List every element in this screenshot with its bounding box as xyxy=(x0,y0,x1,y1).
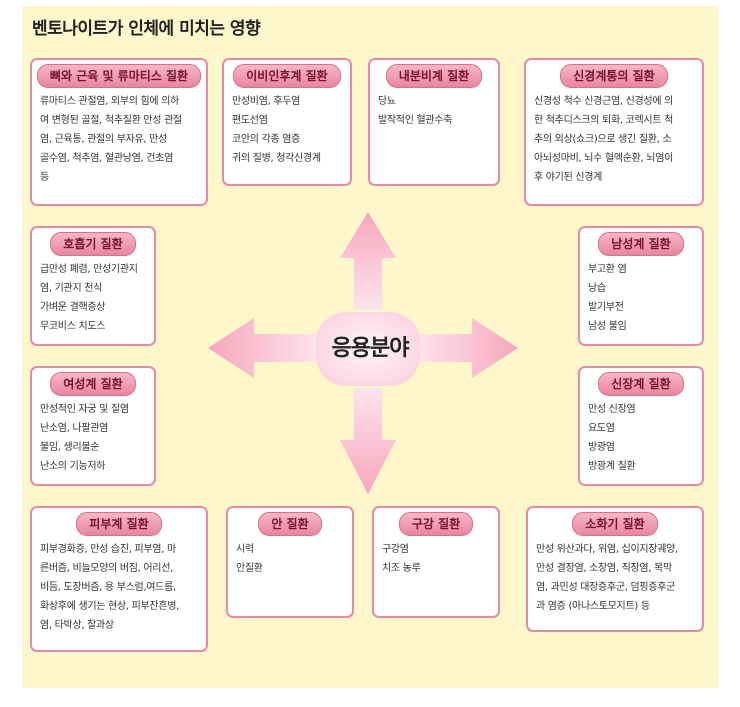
box-line: 염, 과민성 대장증후군, 덤핑증후군 xyxy=(536,582,675,593)
box-kidney: 신장계 질환 만성 신장염 요도염 방광염 방광계 질환 xyxy=(578,366,704,486)
box-line: 시력 xyxy=(236,544,254,555)
box-line: 과 염증 (아나스토모지트) 등 xyxy=(536,601,650,612)
box-line: 염, 근육통, 관절의 부자유, 만성 xyxy=(40,134,167,145)
box-line: 등 xyxy=(40,172,49,183)
box-title: 여성계 질환 xyxy=(50,372,136,396)
arrow-down xyxy=(340,388,396,494)
box-nervous: 신경계통의 질환 신경성 척수 신경근염, 신경성에 의 한 척추디스크의 퇴화… xyxy=(524,58,704,206)
box-line: 골수염, 척추염, 혈관낭염, 건초염 xyxy=(40,153,173,164)
box-skin: 피부계 질환 피부경화증, 만성 습진, 피부염, 마 른버즘, 비늘모양의 버… xyxy=(30,506,208,652)
box-line: 염, 타박상, 찰과상 xyxy=(40,620,114,631)
arrow-up xyxy=(340,212,396,310)
box-title: 구강 질환 xyxy=(398,512,474,536)
center-label: 응용분야 xyxy=(331,336,410,361)
arrow-right xyxy=(418,318,518,378)
box-line: 불임, 생리불순 xyxy=(40,442,100,453)
box-title: 뼈와 근육 및 류마티스 질환 xyxy=(36,64,202,88)
box-line: 염, 기관지 천식 xyxy=(40,283,103,294)
box-title: 신경계통의 질환 xyxy=(560,64,668,88)
box-line: 발기부전 xyxy=(588,302,624,313)
box-line: 아뇌성마비, 뇌수 혈액순환, 뇌염이 xyxy=(534,153,673,164)
box-line: 한 척추디스크의 퇴화, 코렉시트 척 xyxy=(534,115,673,126)
box-line: 급만성 폐렴, 만성기관지 xyxy=(40,264,138,275)
box-line: 안질환 xyxy=(236,563,263,574)
box-line: 난소의 기능저하 xyxy=(40,461,106,472)
box-line: 난소염, 나팔관염 xyxy=(40,423,109,434)
box-female: 여성계 질환 만성적인 자궁 및 질염 난소염, 나팔관염 불임, 생리불순 난… xyxy=(30,366,156,486)
box-respiratory: 호흡기 질환 급만성 폐렴, 만성기관지 염, 기관지 천식 가벼운 결핵증상 … xyxy=(30,226,156,346)
box-line: 화상후에 생기는 현상, 피부잔흔병, xyxy=(40,601,179,612)
box-line: 비듬, 도장버즘, 용 부스럼,여드름, xyxy=(40,582,176,593)
box-line: 발작적인 혈관수축 xyxy=(378,115,453,126)
box-title: 호흡기 질환 xyxy=(50,232,136,256)
box-title: 안 질환 xyxy=(258,512,322,536)
box-title: 신장계 질환 xyxy=(598,372,684,396)
box-line: 낭습 xyxy=(588,283,606,294)
box-line: 만성 위산과다, 위염, 십이지장궤양, xyxy=(536,544,678,555)
box-line: 만성적인 자궁 및 질염 xyxy=(40,404,129,415)
box-line: 가벼운 결핵증상 xyxy=(40,302,106,313)
box-digestive: 소화기 질환 만성 위산과다, 위염, 십이지장궤양, 만성 결장염, 소장염,… xyxy=(526,506,704,632)
box-male: 남성계 질환 부고환 염 낭습 발기부전 남성 불임 xyxy=(578,226,704,346)
box-title: 소화기 질환 xyxy=(572,512,658,536)
box-line: 당뇨 xyxy=(378,96,396,107)
box-line: 부고환 염 xyxy=(588,264,627,275)
diagram-title: 벤토나이트가 인체에 미치는 영향 xyxy=(32,19,261,39)
box-title: 이비인후계 질환 xyxy=(233,64,341,88)
box-line: 후 야기된 신경계 xyxy=(534,172,603,183)
box-line: 귀의 질병, 청각신경계 xyxy=(232,153,321,164)
box-line: 치조 농루 xyxy=(382,563,421,574)
box-line: 남성 불임 xyxy=(588,321,627,332)
box-title: 피부계 질환 xyxy=(76,512,162,536)
box-eye: 안 질환 시력 안질환 xyxy=(226,506,354,618)
box-line: 만성비염, 후두염 xyxy=(232,96,301,107)
box-line: 방광계 질환 xyxy=(588,461,636,472)
arrow-left xyxy=(208,318,318,378)
box-endocrine: 내분비계 질환 당뇨 발작적인 혈관수축 xyxy=(368,58,500,186)
box-ent: 이비인후계 질환 만성비염, 후두염 편도선염 코안의 각종 염증 귀의 질병,… xyxy=(222,58,352,186)
box-line: 류마티스 관절염, 외부의 힘에 의하 xyxy=(40,96,179,107)
box-line: 여 변형된 골절, 척추질환 만성 관절 xyxy=(40,115,182,126)
box-line: 추의 외상(쇼크)으로 생긴 질환, 소 xyxy=(534,134,672,145)
box-line: 방광염 xyxy=(588,442,615,453)
center-disc xyxy=(316,312,420,386)
box-title: 내분비계 질환 xyxy=(385,64,483,88)
box-line: 코안의 각종 염증 xyxy=(232,134,301,145)
box-line: 신경성 척수 신경근염, 신경성에 의 xyxy=(534,96,673,107)
box-title: 남성계 질환 xyxy=(598,232,684,256)
box-line: 피부경화증, 만성 습진, 피부염, 마 xyxy=(40,544,176,555)
box-oral: 구강 질환 구강염 치조 농루 xyxy=(372,506,500,618)
box-line: 요도염 xyxy=(588,423,615,434)
box-line: 만성 결장염, 소장염, 직장염, 복막 xyxy=(536,563,672,574)
box-bone-muscle: 뼈와 근육 및 류마티스 질환 류마티스 관절염, 외부의 힘에 의하 여 변형… xyxy=(30,58,208,206)
box-line: 구강염 xyxy=(382,544,409,555)
box-line: 만성 신장염 xyxy=(588,404,636,415)
box-line: 른버즘, 비늘모양의 버짐, 어리선, xyxy=(40,563,173,574)
box-line: 편도선염 xyxy=(232,115,268,126)
box-line: 무코비스 치도스 xyxy=(40,321,106,332)
